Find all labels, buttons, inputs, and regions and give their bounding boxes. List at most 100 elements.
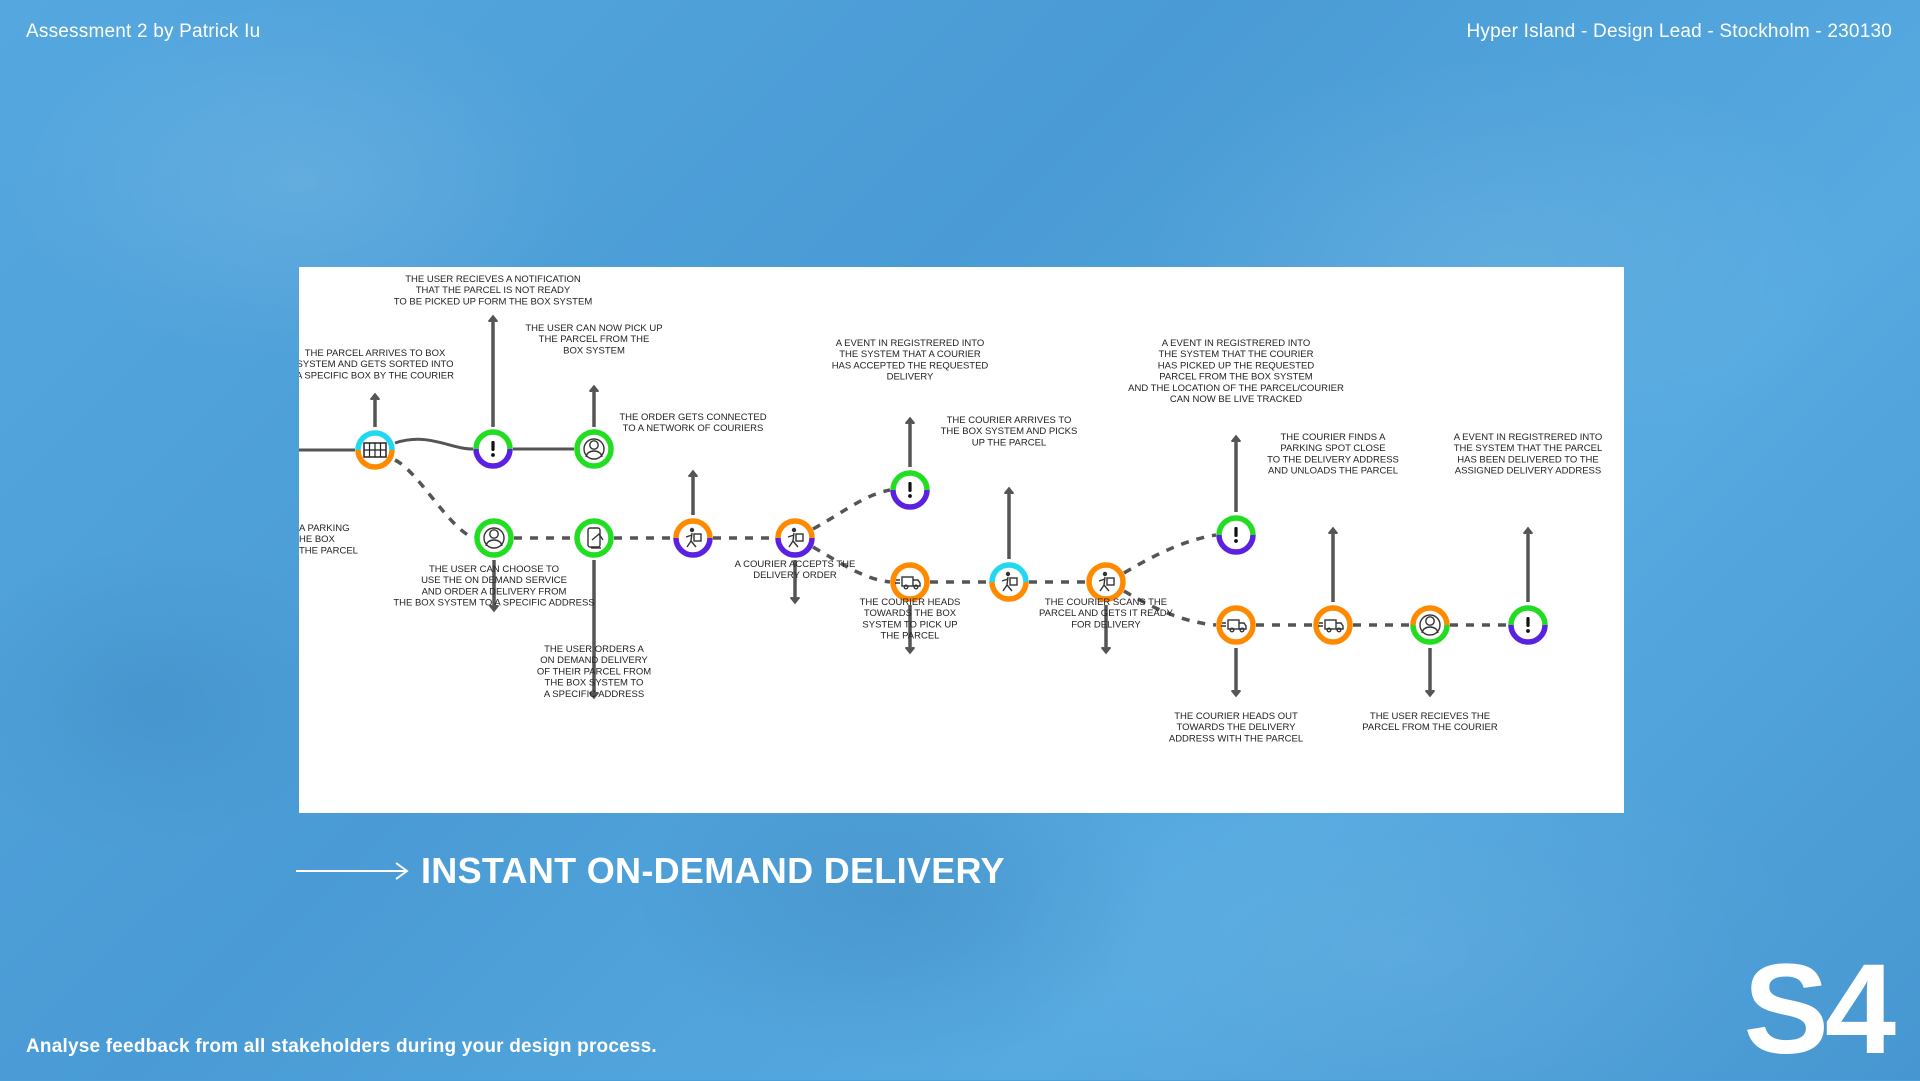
node-truck2	[1216, 605, 1256, 645]
step-label-line: The parcel arrives to box	[305, 348, 446, 359]
step-label-line: the parcel	[299, 545, 358, 556]
solid-connector	[394, 437, 474, 451]
locker-icon	[363, 442, 387, 458]
step-label-line: system to pick up	[862, 619, 957, 630]
step-label-line: a specific box by the courier	[299, 370, 454, 381]
step-label-line: up the parcel	[972, 437, 1046, 448]
step-label-line: delivery order	[753, 570, 837, 581]
step-label-line: The user can now pick up	[525, 323, 662, 334]
step-label-line: The courier scans the	[1045, 597, 1167, 608]
step-label-line: and the location of the parcel/courier	[1128, 383, 1344, 394]
node-notify1	[473, 429, 513, 469]
step-label-line: use the on demand service	[421, 575, 567, 586]
label-truck2: The courier heads outtowards the deliver…	[1169, 711, 1303, 744]
exclamation-icon	[491, 441, 495, 457]
label-truck1: The courier headstowards the boxsystem t…	[860, 597, 961, 642]
node-truck3	[1313, 605, 1353, 645]
node-truck1	[890, 562, 930, 602]
dashed-connector	[812, 488, 891, 531]
node-arrive	[989, 562, 1029, 602]
step-label-line: that the parcel is not ready	[416, 285, 571, 296]
footer-note: Analyse feedback from all stakeholders d…	[26, 1036, 657, 1057]
step-label-line: A courier accepts the	[735, 559, 856, 570]
step-label-line: the box system to	[545, 678, 644, 689]
step-label-line: to a network of couriers	[623, 423, 764, 434]
flow-diagram-canvas: The parcel arrives to boxsystem and gets…	[299, 274, 1603, 744]
slide-number: S4	[1743, 938, 1896, 1081]
node-event1	[890, 470, 930, 510]
step-label-line: assigned delivery address	[1455, 466, 1601, 477]
node-scan	[1086, 562, 1126, 602]
step-label-line: a parking	[299, 523, 350, 534]
step-label-line: on demand delivery	[540, 655, 648, 666]
step-label-line: towards the box	[864, 608, 957, 619]
step-label-line: The courier arrives to	[947, 415, 1072, 426]
exclamation-icon	[1234, 527, 1238, 543]
label-scan: The courier scans theparcel and gets it …	[1039, 597, 1174, 630]
exclamation-icon	[908, 482, 912, 498]
step-label-line: parking spot close	[1280, 443, 1385, 454]
truck-icon	[895, 576, 921, 590]
step-label-line: The courier heads	[860, 597, 961, 608]
label-network: The order gets connectedto a network of …	[619, 412, 766, 434]
label-user1: The user can now pick upthe parcel from …	[525, 323, 662, 356]
node-box	[355, 430, 395, 470]
step-label-line: parcel and gets it ready	[1039, 608, 1174, 619]
user-icon	[1419, 614, 1441, 636]
node-user3	[1410, 605, 1450, 645]
step-label-line: A event in registrered into	[836, 338, 985, 349]
dashed-connector	[394, 458, 475, 540]
step-label-line: for delivery	[1071, 619, 1141, 630]
node-network	[673, 518, 713, 558]
label-truck3: The courier finds aparking spot closeto …	[1267, 432, 1399, 477]
long-arrow-icon	[296, 862, 409, 880]
step-label-line: has been delivered to the	[1457, 454, 1599, 465]
courier-icon	[685, 527, 702, 548]
node-event3	[1508, 605, 1548, 645]
step-label-line: The courier finds a	[1280, 432, 1386, 443]
step-label-line: the parcel	[881, 631, 940, 642]
step-label-line: the box system to a specific address	[393, 598, 594, 609]
node-user1	[574, 429, 614, 469]
courier-icon	[1098, 571, 1115, 592]
step-label-line: The user orders a	[544, 644, 644, 655]
step-label-line: can now be live tracked	[1170, 394, 1302, 405]
step-label-line: address with the parcel	[1169, 733, 1303, 744]
label-arrive: The courier arrives tothe box system and…	[941, 415, 1078, 448]
step-label-line: parcel from the box system	[1159, 372, 1313, 383]
step-label-line: has accepted the requested	[832, 360, 989, 371]
step-label-line: the system that the parcel	[1454, 443, 1603, 454]
label-order: The user orders aon demand deliveryof th…	[537, 644, 651, 700]
dashed-connector	[1123, 533, 1217, 575]
label-event3: A event in registrered intothe system th…	[1454, 432, 1603, 477]
truck-icon	[1318, 619, 1344, 633]
node-user2	[474, 518, 514, 558]
label-event2: A event in registrered intothe system th…	[1128, 338, 1344, 405]
step-label-line: parcel from the courier	[1362, 722, 1498, 733]
label-user3: The user recieves theparcel from the cou…	[1362, 711, 1498, 733]
step-label-line: A event in registrered into	[1454, 432, 1603, 443]
step-label-line: of their parcel from	[537, 666, 651, 677]
step-label-line: the box system and picks	[941, 426, 1078, 437]
step-label-line: he box	[299, 534, 336, 545]
user-icon	[583, 438, 605, 460]
node-event2	[1216, 515, 1256, 555]
label-event1: A event in registrered intothe system th…	[832, 338, 989, 383]
course-info: Hyper Island - Design Lead - Stockholm -…	[1466, 21, 1892, 42]
label-left-partial: a parkinghe boxthe parcel	[299, 523, 358, 556]
assessment-credit: Assessment 2 by Patrick Iu	[26, 21, 261, 42]
step-label-line: the system that a courier	[839, 349, 981, 360]
step-label-line: and unloads the parcel	[1268, 466, 1398, 477]
step-label-line: and order a delivery from	[422, 586, 567, 597]
step-label-line: delivery	[887, 372, 934, 383]
step-label-line: The user recieves the	[1370, 711, 1490, 722]
step-label-line: the parcel from the	[539, 334, 650, 345]
step-label-line: the system that the courier	[1158, 349, 1313, 360]
courier-icon	[1001, 571, 1018, 592]
courier-icon	[787, 527, 804, 548]
step-label-line: system and gets sorted into	[299, 359, 453, 370]
step-label-line: to the delivery address	[1267, 454, 1399, 465]
dashed-connector	[1123, 589, 1217, 627]
step-label-line: The order gets connected	[619, 412, 766, 423]
node-accept	[775, 518, 815, 558]
